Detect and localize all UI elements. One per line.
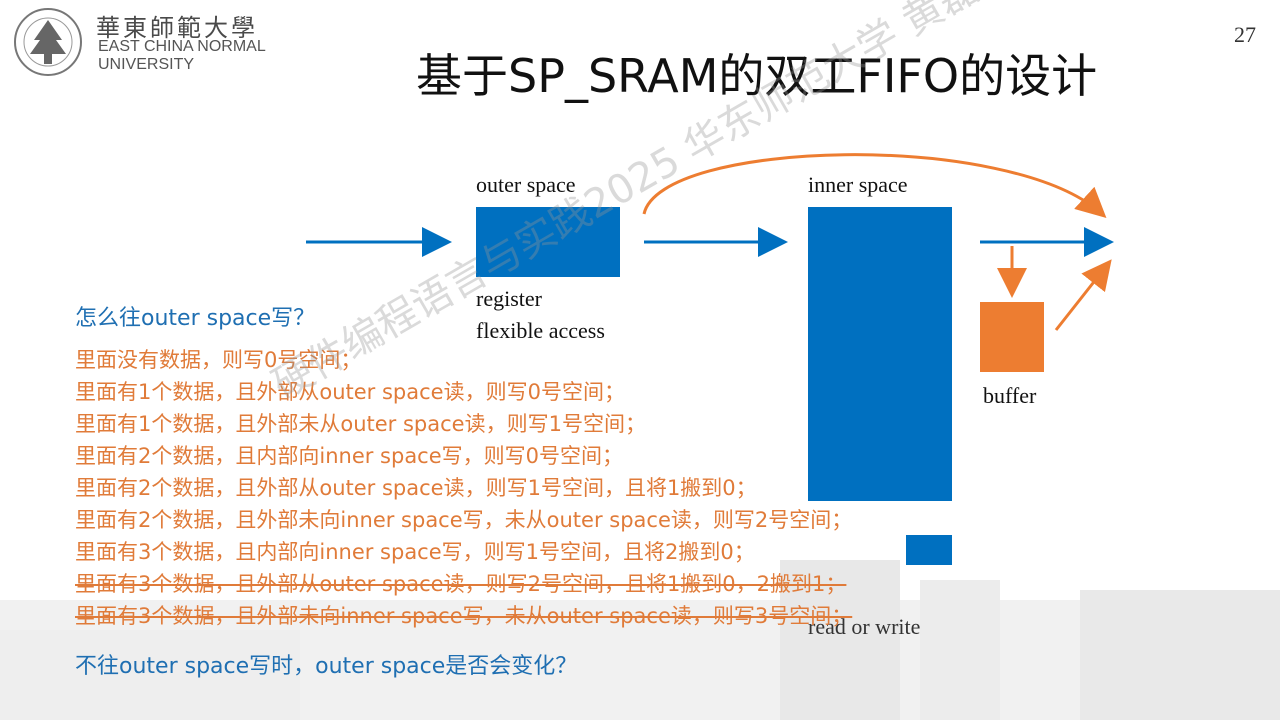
outer-space-block [476, 207, 620, 277]
outer-space-label: outer space [476, 172, 576, 197]
question-text: 怎么往outer space写？ [75, 306, 316, 331]
rule-line: 里面有2个数据，且内部向inner space写，则写0号空间； [75, 444, 624, 468]
university-seal-logo [14, 8, 82, 76]
flexible-access-label: flexible access [476, 318, 605, 343]
inner-space-block [808, 207, 952, 501]
rule-line: 里面有1个数据，且外部未从outer space读，则写1号空间； [75, 412, 646, 436]
buffer-out-arrow [1054, 259, 1112, 331]
background-building-image [0, 560, 1280, 720]
slide-title: 基于SP_SRAM的双工FIFO的设计 [416, 49, 1098, 103]
rule-line: 里面有3个数据，且内部向inner space写，则写1号空间，且将2搬到0； [75, 540, 755, 564]
rule-line: 里面有1个数据，且外部从outer space读，则写0号空间； [75, 380, 625, 404]
bypass-curve-arrow [642, 153, 1107, 219]
inner-space-label: inner space [808, 172, 908, 197]
rule-line: 里面有2个数据，且外部从outer space读，则写1号空间，且将1搬到0； [75, 476, 757, 500]
logo-english-line2: UNIVERSITY [98, 56, 195, 73]
logo-chinese-name: 華東師範大學 [96, 14, 258, 42]
rule-line: 里面有2个数据，且外部未向inner space写，未从outer space读… [75, 508, 853, 532]
buffer-block [980, 302, 1044, 372]
rule-line-struck: 里面有3个数据，且外部从outer space读，则写2号空间，且将1搬到0，2… [75, 572, 847, 596]
inner-space-slot [906, 535, 952, 565]
page-number: 27 [1234, 22, 1256, 47]
rule-line-struck: 里面有3个数据，且外部未向inner space写，未从outer space读… [75, 604, 853, 628]
register-label: register [476, 286, 542, 311]
footer-question-text: 不往outer space写时，outer space是否会变化？ [75, 654, 578, 679]
read-or-write-label: read or write [808, 614, 921, 639]
rule-line: 里面没有数据，则写0号空间； [75, 348, 362, 372]
buffer-label: buffer [983, 383, 1037, 408]
logo-english-line1: EAST CHINA NORMAL [98, 38, 266, 55]
